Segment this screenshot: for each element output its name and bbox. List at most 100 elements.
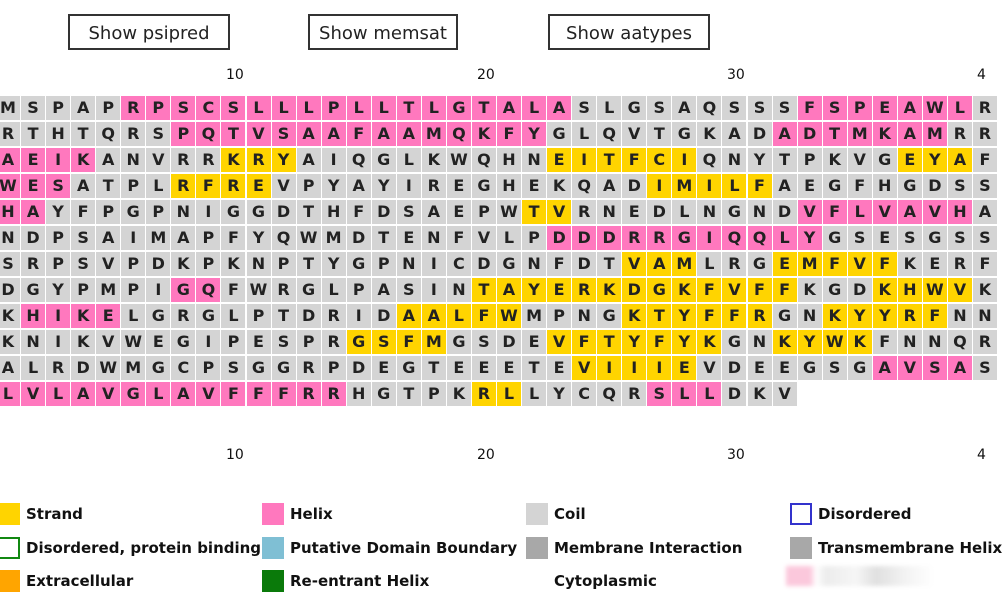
residue-cell: P [246, 304, 271, 328]
residue-cell: Y [672, 304, 697, 328]
residue-cell: T [421, 356, 446, 380]
legend-label-cytoplasmic: Cytoplasmic [554, 572, 657, 590]
show-memsat-button[interactable]: Show memsat [308, 14, 458, 50]
residue-cell: E [897, 148, 922, 172]
residue-cell: V [622, 122, 647, 146]
residue-cell: N [522, 148, 547, 172]
residue-cell: L [772, 226, 797, 250]
residue-cell: G [722, 200, 747, 224]
residue-cell: E [747, 356, 772, 380]
residue-cell: K [697, 122, 722, 146]
residue-cell: K [697, 330, 722, 354]
residue-cell: A [171, 226, 196, 250]
residue-cell: R [0, 122, 20, 146]
residue-cell: S [21, 96, 46, 120]
strand-swatch [0, 503, 20, 525]
residue-cell: A [497, 96, 521, 120]
residue-cell: R [572, 278, 597, 302]
residue-cell: H [947, 200, 972, 224]
residue-cell: Y [797, 226, 822, 250]
residue-cell: F [972, 252, 997, 276]
residue-cell: Y [747, 148, 772, 172]
residue-cell: T [271, 304, 296, 328]
residue-cell: L [947, 96, 972, 120]
residue-cell: V [797, 200, 822, 224]
residue-cell: P [271, 252, 296, 276]
residue-cell: P [547, 304, 572, 328]
residue-cell: D [772, 200, 797, 224]
residue-cell: F [872, 330, 897, 354]
residue-cell: R [196, 148, 221, 172]
residue-cell: G [171, 330, 196, 354]
residue-cell: V [271, 174, 296, 198]
residue-cell: R [471, 382, 496, 406]
ruler-bottom-tick: 30 [727, 447, 745, 463]
residue-cell: D [747, 122, 772, 146]
residue-cell: F [547, 252, 572, 276]
residue-cell: N [797, 304, 822, 328]
residue-cell: P [46, 96, 71, 120]
ruler-top-tick: 30 [727, 67, 745, 83]
residue-cell: G [221, 200, 246, 224]
residue-cell: A [772, 174, 797, 198]
residue-cell: I [396, 174, 421, 198]
residue-cell: F [847, 174, 872, 198]
residue-cell: F [872, 252, 897, 276]
residue-cell: I [572, 148, 597, 172]
residue-cell: L [321, 278, 346, 302]
residue-cell: H [21, 304, 46, 328]
residue-cell: V [847, 252, 872, 276]
residue-cell: D [622, 278, 647, 302]
residue-cell: Q [747, 226, 772, 250]
residue-cell: F [221, 382, 246, 406]
residue-cell: N [722, 148, 747, 172]
residue-cell: F [346, 122, 371, 146]
residue-cell: R [46, 356, 71, 380]
residue-cell: G [196, 304, 221, 328]
residue-cell: N [922, 330, 947, 354]
residue-cell: K [71, 330, 96, 354]
residue-cell: A [897, 122, 922, 146]
residue-cell: E [446, 174, 471, 198]
residue-cell: G [296, 278, 321, 302]
residue-cell: K [822, 148, 847, 172]
residue-cell: A [772, 122, 797, 146]
residue-cell: A [947, 356, 972, 380]
show-psipred-button[interactable]: Show psipred [68, 14, 230, 50]
residue-cell: E [446, 356, 471, 380]
residue-cell: D [371, 200, 396, 224]
residue-cell: K [872, 278, 897, 302]
residue-cell: G [547, 122, 572, 146]
residue-cell: Y [321, 174, 346, 198]
residue-cell: G [822, 278, 847, 302]
residue-cell: Y [622, 330, 647, 354]
residue-cell: S [922, 356, 947, 380]
residue-cell: T [471, 96, 496, 120]
residue-cell: V [947, 278, 972, 302]
residue-cell: S [221, 356, 246, 380]
residue-cell: P [46, 226, 71, 250]
residue-cell: G [146, 356, 171, 380]
residue-cell: I [697, 174, 722, 198]
show-aatypes-button[interactable]: Show aatypes [548, 14, 710, 50]
residue-cell: T [772, 148, 797, 172]
residue-cell: E [96, 304, 121, 328]
residue-cell: G [597, 304, 622, 328]
residue-cell: D [722, 382, 747, 406]
residue-cell: I [647, 356, 672, 380]
residue-cell: G [922, 226, 947, 250]
residue-cell: W [822, 330, 847, 354]
residue-cell: N [121, 148, 146, 172]
residue-cell: M [421, 122, 446, 146]
residue-cell: T [221, 122, 246, 146]
residue-cell: M [421, 330, 446, 354]
residue-cell: T [522, 200, 547, 224]
residue-cell: F [396, 330, 421, 354]
residue-cell: S [396, 278, 421, 302]
residue-cell: V [722, 278, 747, 302]
residue-cell: R [897, 304, 922, 328]
residue-cell: S [146, 122, 171, 146]
residue-cell: T [597, 148, 622, 172]
residue-cell: L [572, 122, 597, 146]
ruler-bottom-tick: 4 [977, 447, 986, 463]
